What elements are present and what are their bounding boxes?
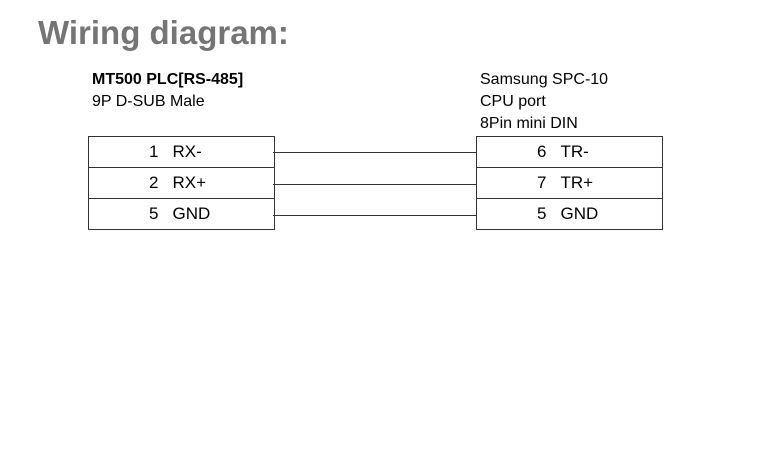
right-connector-type: 8Pin mini DIN: [480, 115, 578, 132]
pin-signal: GND: [172, 204, 211, 223]
pin-signal: RX-: [172, 142, 202, 161]
pin-row: 1 RX-: [89, 137, 274, 168]
right-pin-table: 6 TR- 7 TR+ 5 GND: [476, 136, 663, 230]
pin-row: 5 GND: [89, 199, 274, 230]
diagram-title: Wiring diagram:: [38, 14, 289, 51]
pin-row: 5 GND: [477, 199, 662, 230]
right-connector-header: Samsung SPC-10 CPU port 8Pin mini DIN: [480, 69, 608, 135]
pin-row: 2 RX+: [89, 168, 274, 199]
pin-signal: TR-: [560, 142, 589, 161]
pin-signal: TR+: [560, 173, 594, 192]
wire-rx-minus: [273, 152, 476, 153]
pin-signal: RX+: [172, 173, 207, 192]
pin-number: 1: [149, 142, 159, 161]
left-connector-name: MT500 PLC[RS-485]: [92, 71, 244, 88]
pin-signal: GND: [560, 204, 599, 223]
pin-number: 7: [537, 173, 547, 192]
right-connector-port: CPU port: [480, 93, 546, 110]
pin-row: 6 TR-: [477, 137, 662, 168]
left-pin-table: 1 RX- 2 RX+ 5 GND: [88, 136, 275, 230]
pin-number: 2: [149, 173, 159, 192]
pin-number: 5: [149, 204, 159, 223]
wire-gnd: [273, 215, 476, 216]
left-connector-type: 9P D-SUB Male: [92, 93, 205, 110]
pin-row: 7 TR+: [477, 168, 662, 199]
wire-rx-plus: [273, 184, 476, 185]
left-connector-header: MT500 PLC[RS-485] 9P D-SUB Male: [92, 69, 243, 113]
pin-number: 5: [537, 204, 547, 223]
pin-number: 6: [537, 142, 547, 161]
right-connector-name: Samsung SPC-10: [480, 71, 609, 88]
